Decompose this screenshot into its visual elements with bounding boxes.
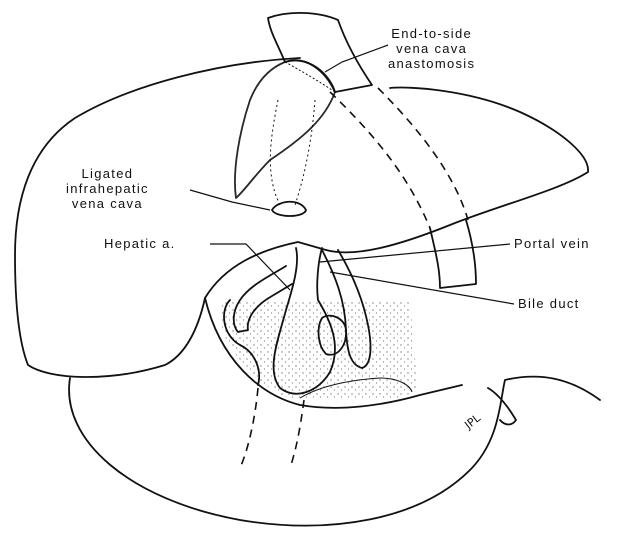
donor-cava-segment	[235, 61, 335, 198]
label-anastomosis-line3: anastomosis	[388, 56, 475, 71]
artist-initials: JPL	[461, 411, 483, 432]
lower-dashed-line-1	[240, 388, 258, 468]
label-ligated-cava-line1: Ligated	[66, 166, 149, 181]
ivc-dashed-line-1	[330, 92, 430, 228]
leader-hepatic-artery	[210, 244, 290, 290]
label-ligated-cava-line2: infrahepatic	[66, 181, 149, 196]
label-anastomosis: End-to-side vena cava anastomosis	[388, 26, 475, 71]
label-ligated-cava-line3: vena cava	[66, 196, 149, 211]
label-anastomosis-line2: vena cava	[388, 41, 475, 56]
label-anastomosis-line1: End-to-side	[388, 26, 475, 41]
suprahepatic-cava	[268, 13, 372, 92]
label-portal-vein: Portal vein	[514, 236, 590, 251]
ivc-dashed-line-2	[378, 88, 468, 220]
ligated-cava-stump	[272, 202, 306, 216]
retrohepatic-cava-dotted-left	[270, 100, 280, 205]
label-ligated-cava: Ligated infrahepatic vena cava	[66, 166, 149, 211]
retrohepatic-cava-dotted-right	[295, 100, 315, 205]
lower-dashed-line-2	[290, 400, 304, 468]
label-bile-duct: Bile duct	[518, 296, 580, 311]
leader-ligated-cava	[190, 190, 270, 210]
label-hepatic-artery: Hepatic a.	[104, 236, 176, 251]
